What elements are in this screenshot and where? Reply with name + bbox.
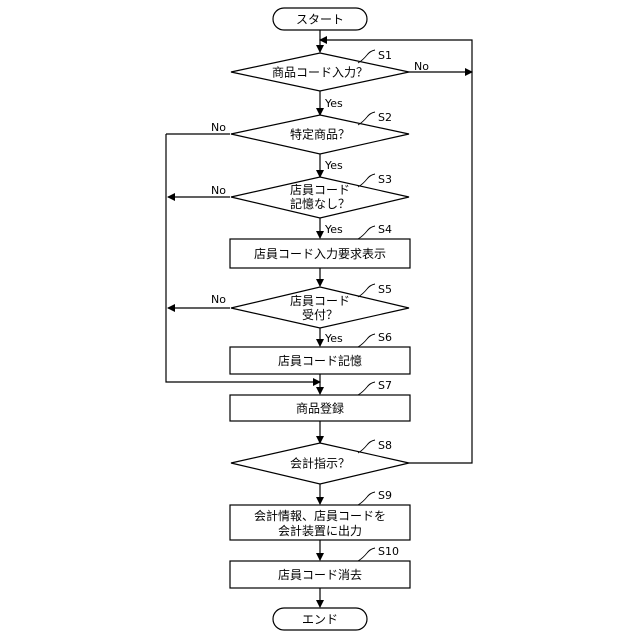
s5-no-label: No — [211, 293, 226, 306]
s2-yes-label: Yes — [324, 159, 343, 172]
s9-text-1: 会計情報、店員コードを — [254, 508, 386, 523]
s3-text-2: 記憶なし？ — [290, 196, 350, 211]
s2-text: 特定商品？ — [290, 127, 350, 142]
s9-text-2: 会計装置に出力 — [278, 523, 362, 538]
s1-step: S1 — [378, 49, 392, 62]
s7-text: 商品登録 — [296, 401, 344, 416]
decision-s8: 会計指示？ S8 — [231, 439, 409, 484]
end-label: エンド — [302, 613, 338, 627]
s6-step: S6 — [378, 331, 392, 344]
s3-leader — [358, 174, 375, 187]
s1-no-label: No — [414, 60, 429, 73]
s7-leader — [358, 382, 375, 395]
s8-leader — [358, 440, 375, 453]
s5-text-1: 店員コード — [290, 294, 350, 308]
s10-text: 店員コード消去 — [278, 568, 362, 582]
s9-leader — [358, 492, 375, 505]
end-terminal: エンド — [273, 608, 367, 630]
start-terminal: スタート — [273, 8, 367, 30]
s5-yes-label: Yes — [324, 332, 343, 345]
decision-s3: 店員コード 記憶なし？ S3 — [231, 173, 409, 218]
s7-step: S7 — [378, 379, 392, 392]
s6-text: 店員コード記憶 — [278, 353, 362, 368]
s3-step: S3 — [378, 173, 392, 186]
s4-leader — [358, 226, 375, 239]
s9-step: S9 — [378, 489, 392, 502]
s2-no-label: No — [211, 121, 226, 134]
s2-step: S2 — [378, 111, 392, 124]
s5-leader — [358, 284, 375, 297]
s10-step: S10 — [378, 545, 399, 558]
s8-step: S8 — [378, 439, 392, 452]
s1-yes-label: Yes — [324, 97, 343, 110]
decision-s1: 商品コード入力？ S1 — [231, 49, 409, 91]
decision-s2: 特定商品？ S2 — [231, 111, 409, 154]
s3-text-1: 店員コード — [290, 183, 350, 197]
s8-text: 会計指示？ — [290, 456, 350, 471]
s1-leader — [358, 50, 375, 63]
decision-s5: 店員コード 受付？ S5 — [231, 283, 409, 328]
s3-no-label: No — [211, 184, 226, 197]
s3-yes-label: Yes — [324, 223, 343, 236]
s1-text: 商品コード入力？ — [272, 65, 368, 80]
s4-text: 店員コード入力要求表示 — [254, 247, 386, 261]
s2-leader — [358, 112, 375, 125]
s5-text-2: 受付？ — [302, 308, 338, 322]
s4-step: S4 — [378, 223, 392, 236]
s10-leader — [358, 548, 375, 561]
s5-step: S5 — [378, 283, 392, 296]
s6-leader — [358, 334, 375, 347]
start-label: スタート — [296, 13, 344, 27]
